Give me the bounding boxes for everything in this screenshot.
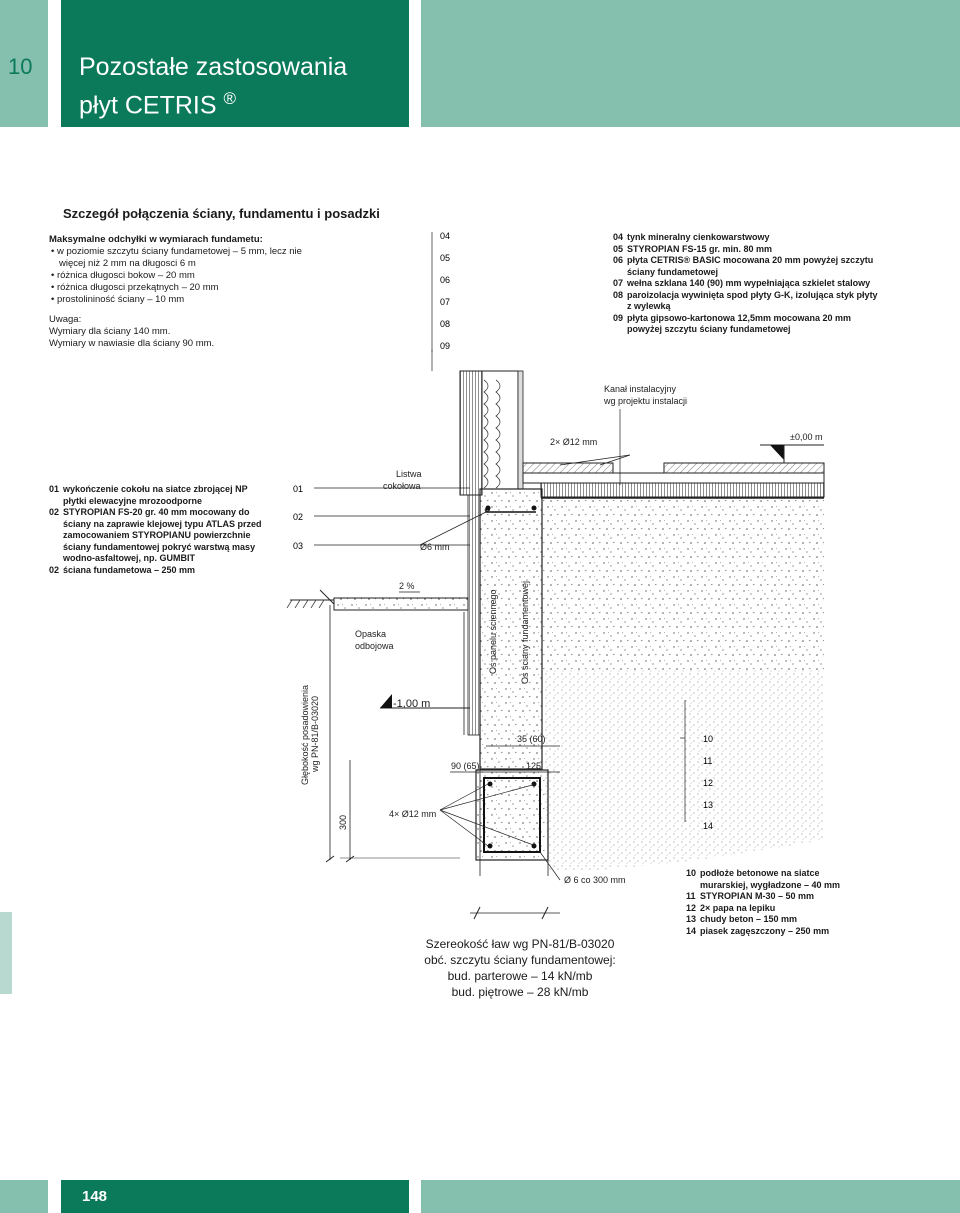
callout-12: 12 <box>703 778 713 788</box>
depth-label-2: wg PN-81/B-03020 <box>310 696 320 773</box>
dimension-lines <box>325 605 560 920</box>
depth-label: Głębokość posadowienia <box>300 685 310 785</box>
tolerances-block: Maksymalne odchyłki w wymiarach fundamet… <box>49 234 309 350</box>
footer-band-left <box>0 1180 48 1213</box>
load-summary: Szereokość ław wg PN-81/B-03020 obć. szc… <box>420 936 620 1000</box>
registered-mark: ® <box>223 89 237 108</box>
rebar-6-label: Ø6 mm <box>420 542 450 552</box>
chapter-number-box: 10 <box>0 0 48 127</box>
tolerance-item: prostolininość ściany – 10 mm <box>49 294 309 306</box>
os-wall-label: Oś ściany fundamentowej <box>520 581 530 684</box>
rebar-top-label: 2× Ø12 mm <box>550 437 597 447</box>
callout-09: 09 <box>440 341 450 351</box>
callout-06: 06 <box>440 275 450 285</box>
listwa-label: Listwa <box>396 469 422 479</box>
page-title: Pozostałe zastosowania płyt CETRIS ® <box>79 53 348 120</box>
callouts-right: 10 11 12 13 14 <box>703 734 713 831</box>
side-tab <box>0 912 12 994</box>
callout-10: 10 <box>703 734 713 744</box>
callout-03: 03 <box>293 541 303 551</box>
opaska-label-2: odbojowa <box>355 641 394 651</box>
listwa-label-2: cokołowa <box>383 481 421 491</box>
kanal-label: Kanał instalacyjny <box>604 384 677 394</box>
note-line: Wymiary w nawiasie dla ściany 90 mm. <box>49 338 215 349</box>
dim-90-label: 90 (65) <box>451 761 480 771</box>
callout-14: 14 <box>703 821 713 831</box>
callouts-top: 04 05 06 07 08 09 <box>440 231 450 351</box>
tolerances-heading: Maksymalne odchyłki w wymiarach fundamet… <box>49 234 263 245</box>
outer-pavement <box>286 589 469 735</box>
note-heading: Uwaga: <box>49 314 82 325</box>
os-panel-label: Oś panelu ściennego <box>488 589 498 674</box>
callout-11: 11 <box>703 756 712 766</box>
summary-line: bud. piętrowe – 28 kN/mb <box>451 985 589 999</box>
footer-band-right <box>421 1180 960 1213</box>
foundation-wall <box>467 488 549 876</box>
slope-label: 2 % <box>399 581 415 591</box>
summary-line: bud. parterowe – 14 kN/mb <box>447 969 593 983</box>
callout-05: 05 <box>440 253 450 263</box>
callout-13: 13 <box>703 800 713 810</box>
dim-35-label: 35 (60) <box>517 734 546 744</box>
callout-02: 02 <box>293 512 303 522</box>
section-heading: Szczegół połączenia ściany, fundamentu i… <box>63 206 380 221</box>
footer-page-box: 148 <box>61 1180 409 1213</box>
chapter-number: 10 <box>8 54 33 79</box>
leader-lines <box>314 232 686 881</box>
kanal-label-2: wg projektu instalacji <box>603 396 687 406</box>
title-block: Pozostałe zastosowania płyt CETRIS ® <box>61 0 409 127</box>
callout-08: 08 <box>440 319 450 329</box>
level-minus-label: -1,00 m <box>393 698 430 710</box>
dim-125-label: 125 <box>526 761 541 771</box>
opaska-label: Opaska <box>355 629 386 639</box>
tolerance-item: różnica długosci bokow – 20 mm <box>49 270 309 282</box>
tolerances-list: w poziomie szczytu ściany fundametowej –… <box>49 246 309 306</box>
stirrup-label: Ø 6 co 300 mm <box>564 875 626 885</box>
wall-panel <box>459 370 524 496</box>
summary-line: obć. szczytu ściany fundamentowej: <box>424 953 616 967</box>
page-number: 148 <box>82 1188 108 1205</box>
level-marker-minus <box>380 694 470 709</box>
floor-slab <box>522 462 825 870</box>
header-band <box>421 0 960 127</box>
callout-04: 04 <box>440 231 450 241</box>
callout-07: 07 <box>440 297 450 307</box>
callouts-left: 01 02 03 <box>293 484 303 551</box>
level-zero-label: ±0,00 m <box>790 432 822 442</box>
callout-01: 01 <box>293 484 303 494</box>
tolerance-item: różnica długosci przekątnych – 20 mm <box>49 282 309 294</box>
note-line: Wymiary dla ściany 140 mm. <box>49 326 171 337</box>
rebar-bottom-label: 4× Ø12 mm <box>389 809 436 819</box>
level-marker-zero <box>760 444 824 463</box>
dim-300-label: 300 <box>338 815 348 830</box>
summary-line: Szereokość ław wg PN-81/B-03020 <box>425 937 615 951</box>
tolerance-item: w poziomie szczytu ściany fundametowej –… <box>49 246 309 270</box>
